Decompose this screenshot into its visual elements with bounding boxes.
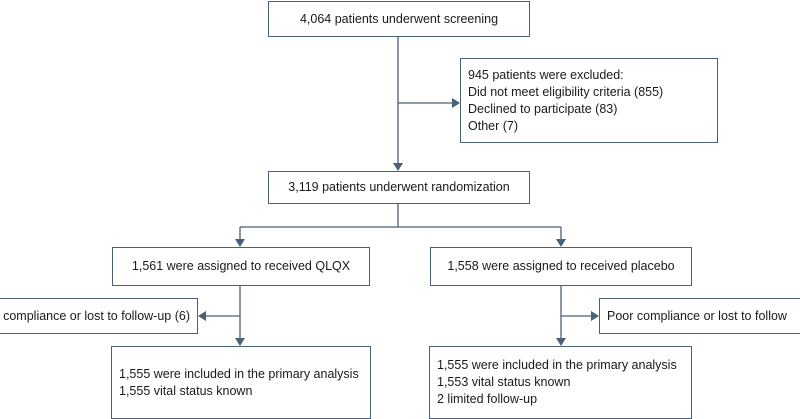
excluded-box: 945 patients were excluded: Did not meet… — [460, 58, 718, 143]
arrowhead-qlqx-analysis — [235, 338, 245, 346]
placebo-analysis-limited: 2 limited follow-up — [437, 392, 538, 406]
arrowhead-placebo-dropout — [591, 311, 599, 321]
arrowhead-qlqx-dropout — [198, 311, 206, 321]
placebo-dropout-text: Poor compliance or lost to follow — [607, 308, 787, 323]
placebo-analysis-box: 1,555 were included in the primary analy… — [429, 346, 692, 419]
qlqx-analysis-vital: 1,555 vital status known — [119, 383, 253, 398]
arrowhead-excluded — [452, 98, 460, 108]
qlqx-dropout-text: compliance or lost to follow-up (6) — [3, 308, 190, 323]
randomization-box: 3,119 patients underwent randomization — [268, 171, 530, 204]
placebo-assigned-box: 1,558 were assigned to received placebo — [430, 247, 692, 286]
qlqx-assigned-text: 1,561 were assigned to received QLQX — [131, 259, 351, 273]
qlqx-analysis-box: 1,555 were included in the primary analy… — [111, 346, 371, 419]
excluded-eligibility: Did not meet eligibility criteria (855) — [468, 84, 664, 99]
arrowhead-randomization — [393, 163, 403, 171]
excluded-declined: Declined to participate (83) — [468, 101, 618, 116]
screening-text: 4,064 patients underwent screening — [299, 11, 499, 26]
randomization-text: 3,119 patients underwent randomization — [288, 180, 510, 194]
placebo-analysis-primary: 1,555 were included in the primary analy… — [437, 358, 677, 372]
excluded-header: 945 patients were excluded: — [468, 67, 624, 82]
placebo-analysis-vital: 1,553 vital status known — [437, 375, 571, 389]
excluded-other: Other (7) — [468, 118, 519, 133]
screening-box: 4,064 patients underwent screening — [268, 1, 530, 37]
qlqx-analysis-primary: 1,555 were included in the primary analy… — [119, 366, 359, 381]
qlqx-assigned-box: 1,561 were assigned to received QLQX — [112, 247, 370, 286]
placebo-assigned-text: 1,558 were assigned to received placebo — [447, 259, 675, 273]
arrowhead-qlqx — [235, 239, 245, 247]
arrowhead-placebo — [556, 239, 566, 247]
qlqx-dropout-box: compliance or lost to follow-up (6) — [0, 298, 198, 334]
placebo-dropout-box: Poor compliance or lost to follow — [599, 298, 800, 334]
arrowhead-placebo-analysis — [556, 338, 566, 346]
